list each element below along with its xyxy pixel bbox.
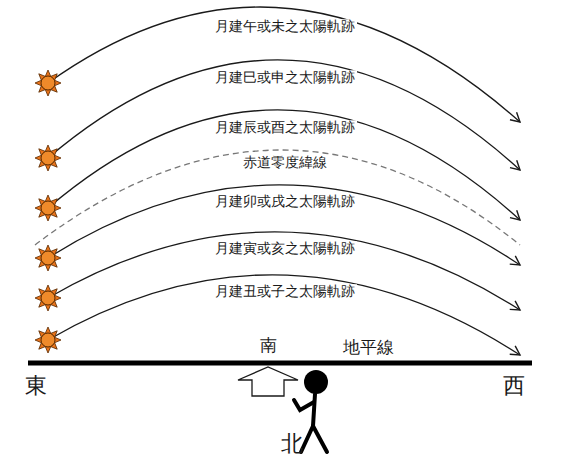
sun-path-arc	[48, 7, 520, 122]
direction-label: 西	[501, 374, 527, 398]
sun-path-arc	[48, 60, 520, 170]
sun-disc	[41, 291, 55, 305]
south-arrow	[238, 367, 298, 396]
sun-path-label: 月建辰或酉之太陽軌跡	[213, 120, 357, 135]
sun-symbol	[35, 245, 61, 271]
sun-group	[35, 70, 61, 353]
sun-path-arc	[48, 185, 520, 265]
sun-path-arc	[48, 232, 520, 310]
sun-path-label: 月建丑或子之太陽軌跡	[213, 284, 357, 299]
sun-path-label: 月建午或未之太陽軌跡	[213, 19, 357, 34]
sun-path-arc	[48, 275, 520, 355]
direction-label: 東	[23, 374, 49, 398]
figure-head	[304, 370, 328, 394]
horizon-label: 地平線	[341, 339, 396, 358]
sun-symbol	[35, 195, 61, 221]
equator-label: 赤道零度緯線	[241, 155, 329, 170]
sun-disc	[41, 333, 55, 347]
sun-disc	[41, 151, 55, 165]
sun-symbol	[35, 285, 61, 311]
sun-path-label: 月建卯或戌之太陽軌跡	[213, 194, 357, 209]
sun-symbol	[35, 327, 61, 353]
sun-symbol	[35, 70, 61, 96]
sun-symbol	[35, 145, 61, 171]
sun-disc	[41, 201, 55, 215]
sun-path-arc	[48, 110, 520, 220]
figure-body	[313, 394, 315, 426]
direction-label: 北	[279, 432, 305, 456]
equator-line	[35, 150, 520, 245]
direction-label: 南	[258, 337, 279, 356]
figure-arm	[294, 400, 314, 410]
sun-disc	[41, 251, 55, 265]
sun-disc	[41, 76, 55, 90]
horizon-line	[28, 361, 532, 366]
sun-path-label: 月建寅或亥之太陽軌跡	[213, 241, 357, 256]
figure-leg	[313, 426, 327, 452]
sun-path-label: 月建巳或申之太陽軌跡	[213, 70, 357, 85]
